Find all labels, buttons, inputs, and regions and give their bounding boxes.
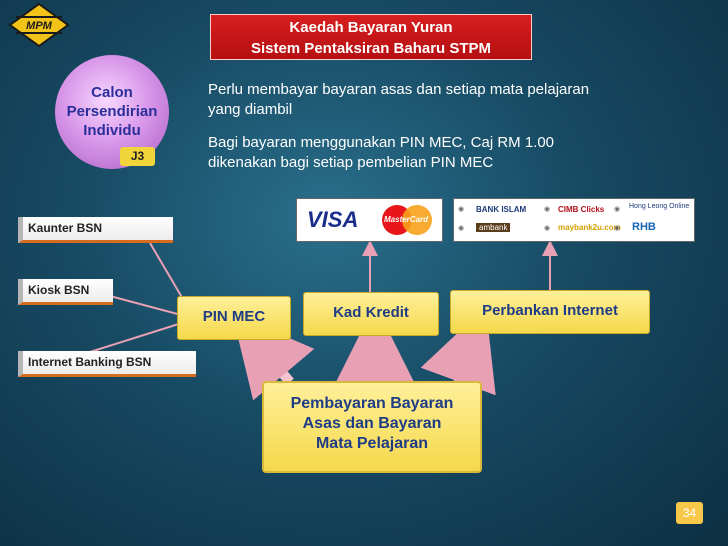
note-1: Perlu membayar bayaran asas dan setiap m… — [208, 80, 678, 120]
bank-radio-2-icon: ◉ — [544, 206, 551, 213]
mastercard-text: MasterCard — [384, 215, 429, 224]
page-title: Kaedah Bayaran Yuran Sistem Pentaksiran … — [210, 14, 532, 60]
method-perbankan-internet: Perbankan Internet — [450, 290, 650, 334]
note-1-line1: Perlu membayar bayaran asas dan setiap m… — [208, 81, 590, 98]
bsn-channel-kiosk: Kiosk BSN — [18, 279, 113, 305]
arrow-center-pin — [232, 313, 315, 401]
note-2: Bagi bayaran menggunakan PIN MEC, Caj RM… — [208, 133, 678, 173]
line-ibsn — [89, 321, 186, 353]
center-line2: Asas dan Bayaran — [302, 415, 442, 432]
title-line2: Sistem Pentaksiran Baharu STPM — [250, 40, 492, 57]
mpm-logo: MPM — [6, 2, 72, 48]
note-2-line1: Bagi bayaran menggunakan PIN MEC, Caj RM… — [208, 134, 555, 151]
bank-islam-logo: BANK ISLAM — [476, 205, 527, 214]
bsn-channel-kaunter: Kaunter BSN — [18, 217, 173, 243]
logo-text: MPM — [26, 20, 53, 32]
bank-logos: ◉ BANK ISLAM ◉ CIMB Clicks ◉ Hong Leong … — [453, 198, 695, 242]
center-payment-box: Pembayaran Bayaran Asas dan Bayaran Mata… — [262, 381, 482, 473]
rhb-logo: RHB — [632, 221, 656, 233]
note-1-line2: yang diambil — [208, 101, 293, 118]
hong-leong-logo: Hong Leong Online — [629, 203, 690, 210]
arrow-center-perbankan — [420, 306, 496, 396]
bank-radio-6-icon: ◉ — [614, 225, 621, 232]
candidate-line2: Persendirian — [66, 103, 158, 120]
credit-card-logos: VISA MasterCard — [296, 198, 443, 242]
visa-logo: VISA — [307, 207, 359, 232]
candidate-code-badge: J3 — [120, 147, 155, 166]
cimb-logo: CIMB Clicks — [558, 205, 605, 214]
method-kad-kredit: Kad Kredit — [303, 292, 439, 336]
ambank-logo: ambank — [476, 223, 511, 232]
bank-radio-5-icon: ◉ — [544, 225, 551, 232]
bank-radio-1-icon: ◉ — [458, 206, 465, 213]
bank-radio-4-icon: ◉ — [458, 225, 465, 232]
center-line3: Mata Pelajaran — [315, 435, 429, 452]
line-kiosk — [109, 295, 186, 317]
candidate-line1: Calon — [91, 84, 133, 101]
candidate-line3: Individu — [83, 122, 141, 139]
center-line1: Pembayaran Bayaran — [290, 395, 454, 412]
title-line1: Kaedah Bayaran Yuran — [289, 19, 453, 36]
mastercard-logo: MasterCard — [382, 205, 432, 235]
candidate-label: Calon Persendirian Individu — [55, 83, 169, 140]
method-pin-mec: PIN MEC — [177, 296, 291, 340]
bsn-channel-internet-banking: Internet Banking BSN — [18, 351, 196, 377]
bank-radio-3-icon: ◉ — [614, 206, 621, 213]
maybank-logo: maybank2u.com — [558, 223, 621, 232]
page-number: 34 — [676, 502, 703, 524]
note-2-line2: dikenakan bagi setiap pembelian PIN MEC — [208, 154, 494, 171]
